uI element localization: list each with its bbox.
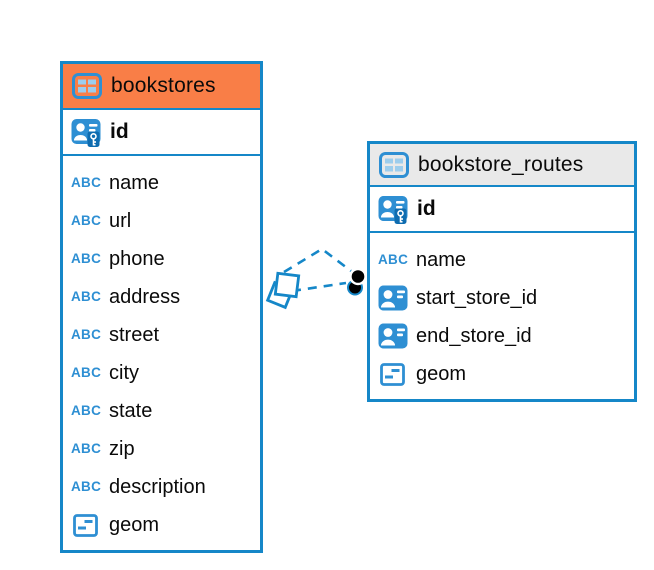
column-label: city: [109, 361, 139, 384]
column-label: state: [109, 399, 153, 422]
column-row-state[interactable]: ABC state: [63, 392, 260, 430]
table-bookstore-routes-header[interactable]: bookstore_routes: [370, 144, 634, 187]
column-label: zip: [109, 437, 135, 460]
column-row-city[interactable]: ABC city: [63, 354, 260, 392]
column-row-name[interactable]: ABC name: [63, 164, 260, 202]
column-label: geom: [109, 513, 160, 536]
columns-list: ABC name start_store_id: [370, 233, 634, 399]
pk-label: id: [417, 197, 436, 220]
text-type-icon: ABC: [71, 441, 102, 457]
column-row-geom[interactable]: geom: [63, 506, 260, 544]
column-label: street: [109, 323, 160, 346]
relationship-line-upper[interactable]: [283, 247, 352, 274]
column-label: name: [109, 171, 160, 194]
reference-type-icon: [378, 285, 408, 311]
column-row-geom[interactable]: geom: [370, 355, 634, 393]
text-type-icon: ABC: [71, 175, 102, 191]
table-bookstore-routes[interactable]: bookstore_routes id: [367, 141, 637, 402]
column-label: url: [109, 209, 132, 232]
geometry-type-icon: [380, 362, 405, 386]
table-name: bookstore_routes: [418, 152, 584, 176]
circle-marker-front: [349, 267, 367, 286]
text-type-icon: ABC: [71, 251, 102, 267]
primary-key-icon: [71, 118, 101, 147]
column-label: start_store_id: [416, 286, 538, 309]
table-bookstores[interactable]: bookstores id A: [60, 61, 263, 553]
diamond-marker-front: [273, 271, 301, 299]
column-label: end_store_id: [416, 324, 532, 347]
column-row-address[interactable]: ABC address: [63, 278, 260, 316]
pk-row-bookstores-id[interactable]: id: [63, 110, 260, 156]
column-label: description: [109, 475, 206, 498]
column-row-start-store-id[interactable]: start_store_id: [370, 279, 634, 317]
column-label: geom: [416, 362, 467, 385]
relationship-line-lower[interactable]: [291, 281, 347, 293]
column-row-description[interactable]: ABC description: [63, 468, 260, 506]
table-name: bookstores: [111, 74, 216, 97]
table-icon: [72, 73, 102, 99]
table-bookstores-header[interactable]: bookstores: [63, 64, 260, 110]
circle-marker-back: [347, 279, 363, 296]
text-type-icon: ABC: [71, 479, 102, 495]
column-row-phone[interactable]: ABC phone: [63, 240, 260, 278]
text-type-icon: ABC: [71, 403, 102, 419]
text-type-icon: ABC: [71, 213, 102, 229]
diamond-marker-back: [265, 280, 295, 310]
table-icon: [379, 151, 409, 178]
text-type-icon: ABC: [378, 252, 409, 268]
column-label: phone: [109, 247, 165, 270]
columns-list: ABC name ABC url ABC phone ABC address A…: [63, 156, 260, 550]
column-row-street[interactable]: ABC street: [63, 316, 260, 354]
column-row-url[interactable]: ABC url: [63, 202, 260, 240]
column-row-end-store-id[interactable]: end_store_id: [370, 317, 634, 355]
reference-type-icon: [378, 323, 408, 349]
text-type-icon: ABC: [71, 289, 102, 305]
geometry-type-icon: [73, 513, 98, 537]
column-row-name[interactable]: ABC name: [370, 241, 634, 279]
column-row-zip[interactable]: ABC zip: [63, 430, 260, 468]
pk-row-routes-id[interactable]: id: [370, 187, 634, 233]
pk-label: id: [110, 120, 129, 143]
column-label: address: [109, 285, 181, 308]
primary-key-icon: [378, 195, 408, 224]
text-type-icon: ABC: [71, 327, 102, 343]
text-type-icon: ABC: [71, 365, 102, 381]
column-label: name: [416, 248, 467, 271]
